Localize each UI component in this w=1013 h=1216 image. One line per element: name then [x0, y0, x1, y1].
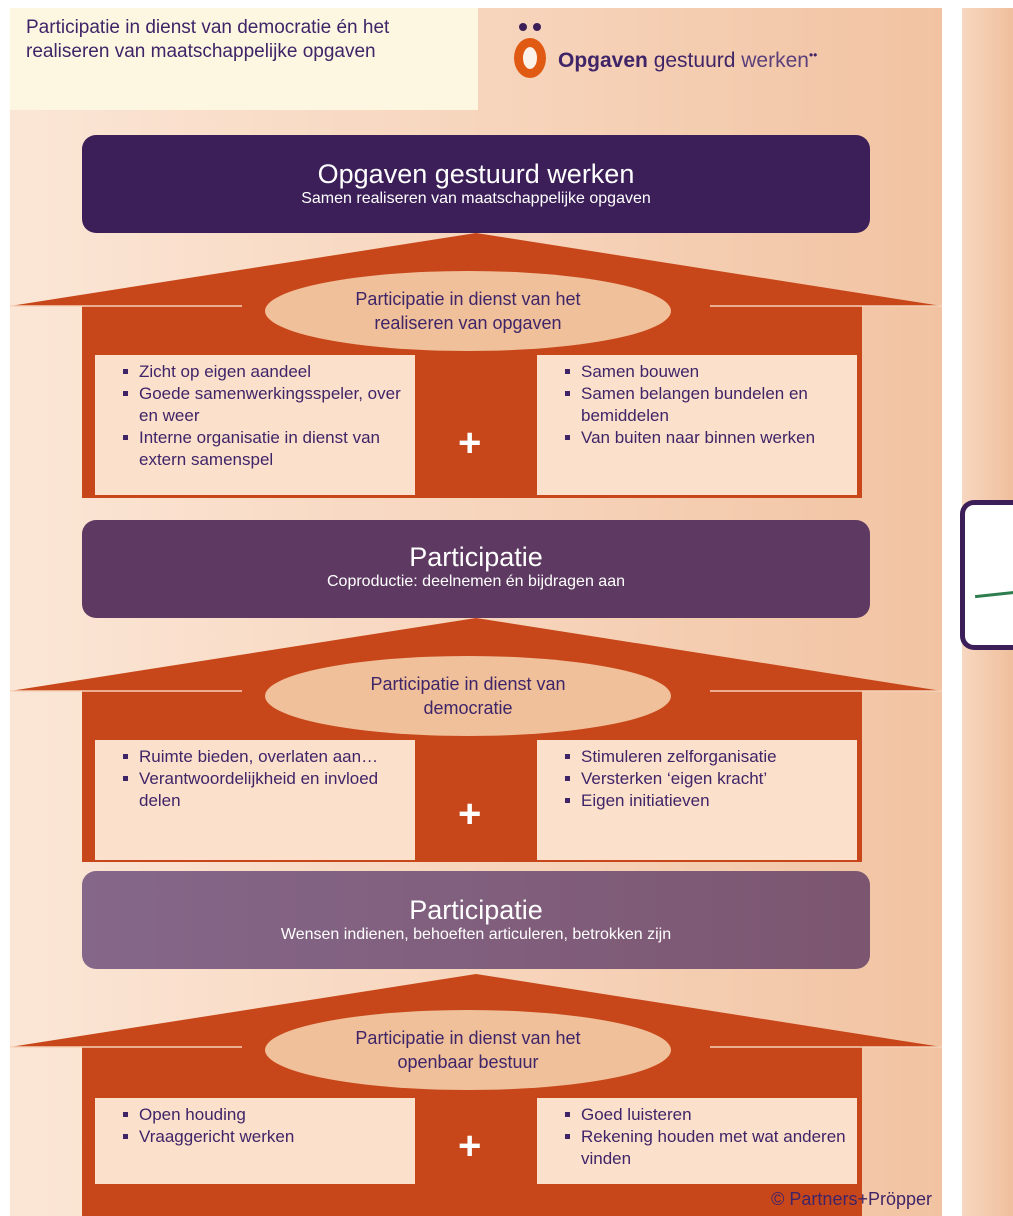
opgaven-bar-subtitle: Samen realiseren van maatschappelijke op…	[301, 190, 651, 207]
section-openbaar-bestuur: Participatie in dienst van het openbaar …	[10, 974, 942, 1216]
plus-icon: +	[458, 1124, 482, 1168]
slide-title: Participatie in dienst van democratie én…	[10, 8, 478, 110]
next-slide-frame	[960, 500, 1013, 650]
section-opgaven: Participatie in dienst van het realisere…	[10, 233, 942, 498]
list-item: Eigen initiatieven	[565, 790, 847, 812]
logo-text: Opgaven gestuurd werken••	[558, 47, 818, 72]
list-left-3: Open houding Vraaggericht werken	[95, 1098, 415, 1184]
list-item: Verantwoordelijkheid en invloed delen	[123, 768, 405, 812]
ellipse-opgaven: Participatie in dienst van het realisere…	[265, 271, 671, 351]
plus-icon: +	[458, 792, 482, 836]
slide-title-text: Participatie in dienst van democratie én…	[26, 17, 390, 62]
participatie-bar-subtitle: Wensen indienen, behoeften articuleren, …	[280, 926, 672, 943]
list-item: Vraaggericht werken	[123, 1126, 405, 1148]
opgaven-bar-title: Opgaven gestuurd werken	[317, 159, 635, 189]
list-right-2: Stimuleren zelforganisatie Versterken ‘e…	[537, 740, 857, 860]
logo-o-icon	[510, 22, 550, 82]
list-item: Versterken ‘eigen kracht’	[565, 768, 847, 790]
list-right-1: Samen bouwen Samen belangen bundelen en …	[537, 355, 857, 495]
slide: Participatie in dienst van democratie én…	[10, 8, 942, 1216]
ellipse-openbaar-bestuur: Participatie in dienst van het openbaar …	[265, 1010, 671, 1090]
list-item: Goede samenwerkingsspeler, over en weer	[123, 383, 405, 427]
participatie-bar-subtitle: Coproductie: deelnemen én bijdragen aan	[327, 573, 625, 590]
plus-icon: +	[458, 421, 482, 465]
list-item: Stimuleren zelforganisatie	[565, 746, 847, 768]
list-item: Ruimte bieden, overlaten aan…	[123, 746, 405, 768]
logo: Opgaven gestuurd werken••	[510, 22, 817, 82]
list-item: Interne organisatie in dienst van extern…	[123, 427, 405, 471]
list-left-1: Zicht op eigen aandeel Goede samenwerkin…	[95, 355, 415, 495]
list-item: Open houding	[123, 1104, 405, 1126]
list-item: Samen belangen bundelen en bemiddelen	[565, 383, 847, 427]
participatie-bar-title: Participatie	[409, 542, 543, 572]
list-right-3: Goed luisteren Rekening houden met wat a…	[537, 1098, 857, 1184]
ellipse-democratie: Participatie in dienst van democratie	[265, 656, 671, 736]
section-democratie: Participatie in dienst van democratie Ru…	[10, 618, 942, 862]
list-item: Samen bouwen	[565, 361, 847, 383]
list-item: Goed luisteren	[565, 1104, 847, 1126]
opgaven-bar: Opgaven gestuurd werken Samen realiseren…	[82, 135, 870, 233]
list-item: Rekening houden met wat anderen vinden	[565, 1126, 847, 1170]
list-item: Zicht op eigen aandeel	[123, 361, 405, 383]
list-left-2: Ruimte bieden, overlaten aan… Verantwoor…	[95, 740, 415, 860]
list-item: Van buiten naar binnen werken	[565, 427, 847, 449]
participatie-bar-title: Participatie	[409, 895, 543, 925]
copyright-text: © Partners+Pröpper	[771, 1189, 932, 1209]
participatie-bar-wensen: Participatie Wensen indienen, behoeften …	[82, 871, 870, 969]
participatie-bar-coproductie: Participatie Coproductie: deelnemen én b…	[82, 520, 870, 618]
